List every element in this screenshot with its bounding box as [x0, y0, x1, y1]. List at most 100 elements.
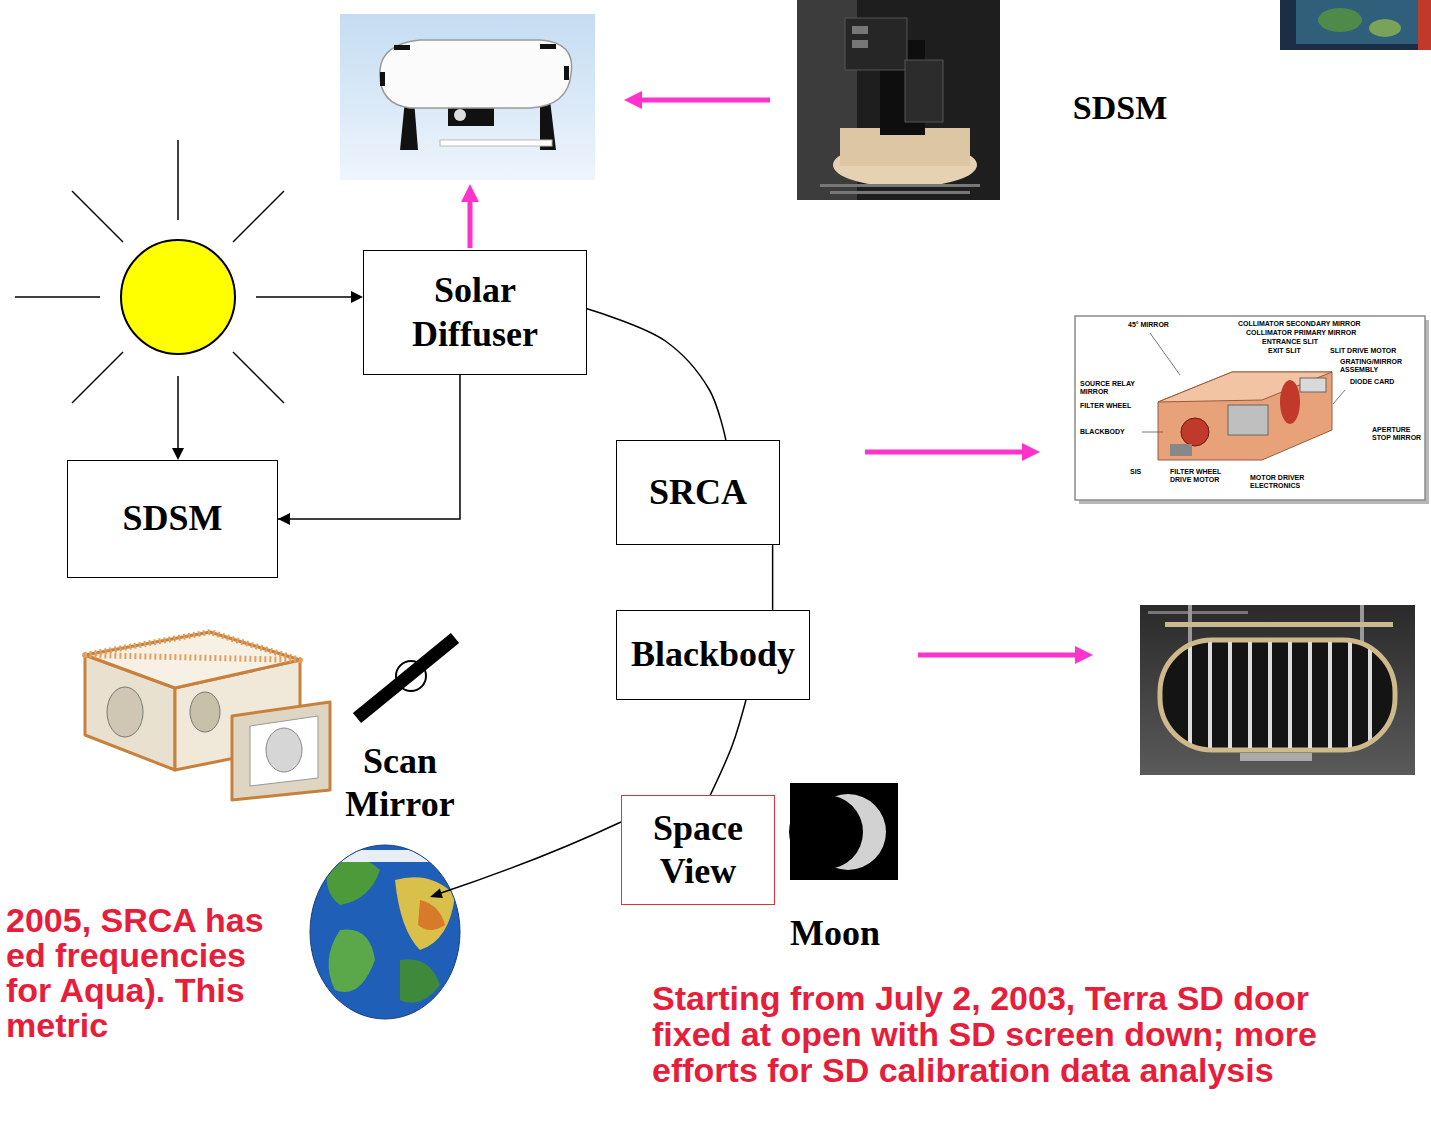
box-label: SRCA [627, 471, 769, 514]
book-cover-photo-part [1280, 0, 1431, 50]
sun-symbol-part [72, 352, 123, 403]
sdsm-photo-part [905, 60, 943, 122]
earth-globe-part [310, 845, 460, 1019]
srca-cutaway-part [1158, 372, 1332, 402]
blackbody-photo-part-part [1268, 642, 1272, 748]
instrument-drawing-part [266, 728, 302, 772]
callout-label: GRATING/MIRROR ASSEMBLY [1340, 358, 1415, 374]
connector-line [278, 375, 460, 519]
callout-label: FILTER WHEEL DRIVE MOTOR [1170, 468, 1240, 484]
blackbody-photo-part [1160, 640, 1395, 750]
callout-label: SLIT DRIVE MOTOR [1330, 347, 1420, 355]
blackbody-photo-part-part [1308, 642, 1312, 748]
srca-cutaway-part [1075, 316, 1425, 500]
sdsm-photo-part [845, 18, 907, 70]
callout-label: SIS [1130, 468, 1152, 476]
earth-globe-part-part [329, 929, 375, 992]
callout-label: BLACKBODY [1080, 428, 1140, 436]
earth-globe-part-part [310, 850, 460, 862]
book-cover-photo-part [1296, 0, 1418, 44]
srca-cutaway-part [1300, 378, 1326, 392]
scan-mirror-symbol-part [396, 661, 426, 691]
view-arrow [430, 822, 621, 898]
view-arrow-part [430, 889, 443, 898]
pointer-arrow-part [918, 653, 1077, 658]
callout-label: SOURCE RELAY MIRROR [1080, 380, 1145, 396]
instrument-drawing [85, 632, 330, 800]
moon-photo [789, 783, 898, 880]
connector-line [587, 309, 726, 440]
sun-symbol-part [177, 140, 179, 220]
instrument-drawing-part [190, 692, 220, 732]
instrument-drawing-part [85, 632, 300, 688]
callout-label: DIODE CARD [1350, 378, 1410, 386]
sdsm-photo-part [797, 0, 1000, 200]
blackbody-photo-part-part [1328, 642, 1332, 748]
process-box: Space View [621, 795, 775, 905]
sdsm-photo-part [852, 40, 868, 48]
pointer-arrow-part [468, 200, 473, 248]
sun-symbol-part [177, 376, 179, 449]
sun-symbol-part [233, 191, 284, 242]
sun-symbol-part [172, 448, 184, 460]
srca-cutaway-part [1142, 432, 1163, 433]
part-label: Scan Mirror [335, 740, 465, 826]
view-arrow-part [441, 822, 621, 893]
diffuser-photo-part [564, 66, 569, 80]
callout-label: COLLIMATOR PRIMARY MIRROR [1246, 329, 1386, 337]
blackbody-photo-part [1190, 642, 1370, 748]
box-label: Space View [632, 807, 764, 893]
blackbody-photo-part-part [1188, 642, 1192, 748]
book-cover-photo [1280, 0, 1431, 50]
scan-mirror-symbol [357, 638, 455, 718]
earth-globe-part-part [418, 900, 445, 930]
callout-label: 45° MIRROR [1128, 321, 1188, 329]
earth-globe-part-part [400, 959, 440, 1003]
callout-label: EXIT SLIT [1268, 347, 1318, 355]
blackbody-photo-part-part [1248, 642, 1252, 748]
srca-cutaway-part [1280, 380, 1300, 424]
pointer-arrow-part [640, 98, 770, 103]
callout-label: COLLIMATOR SECONDARY MIRROR [1238, 320, 1388, 328]
note-text: 2005, SRCA has ed frequencies for Aqua).… [6, 903, 291, 1043]
earth-globe-part-part [395, 877, 455, 950]
diffuser-photo-part [380, 72, 385, 86]
process-box: SRCA [616, 440, 780, 545]
blackbody-photo-part-part [1208, 642, 1212, 748]
sun-symbol [15, 140, 363, 460]
book-cover-photo-part [1318, 8, 1362, 32]
blackbody-photo [1140, 605, 1415, 775]
pointer-arrow-part [1075, 646, 1093, 664]
process-box: Blackbody [616, 610, 810, 700]
instrument-drawing-part [85, 632, 300, 660]
sun-symbol-part [256, 296, 352, 298]
blackbody-photo-part [1240, 753, 1312, 761]
part-label: Moon [775, 912, 895, 955]
pointer-arrow-part [1022, 443, 1040, 461]
callout-label: APERTURE STOP MIRROR [1372, 426, 1422, 442]
blackbody-photo-part-part [1348, 642, 1352, 748]
note-text: Starting from July 2, 2003, Terra SD doo… [652, 980, 1347, 1088]
photo-label: SDSM [1060, 88, 1180, 129]
pointer-arrow-part [461, 184, 479, 202]
sun-symbol-part [72, 191, 123, 242]
sun-symbol-part [233, 352, 284, 403]
srca-cutaway [1075, 316, 1429, 504]
pointer-arrow-part [624, 91, 642, 109]
earth-globe-part [310, 845, 460, 1019]
blackbody-photo-part-part [1368, 642, 1372, 748]
scan-mirror-symbol-part [357, 638, 455, 718]
callout-label: FILTER WHEEL [1080, 402, 1150, 410]
connector-line [710, 700, 746, 795]
earth-globe [310, 845, 460, 1019]
instrument-drawing-part [232, 702, 330, 800]
diffuser-photo-part [380, 40, 572, 108]
diffuser-photo-part [540, 44, 556, 49]
sdsm-photo-part [830, 191, 970, 194]
blackbody-photo-part-part [1228, 642, 1232, 748]
srca-cutaway-part [1158, 372, 1332, 460]
srca-cutaway-part [1170, 444, 1192, 456]
pointer-arrow-part [865, 450, 1024, 455]
blackbody-photo-part-part [1288, 642, 1292, 748]
